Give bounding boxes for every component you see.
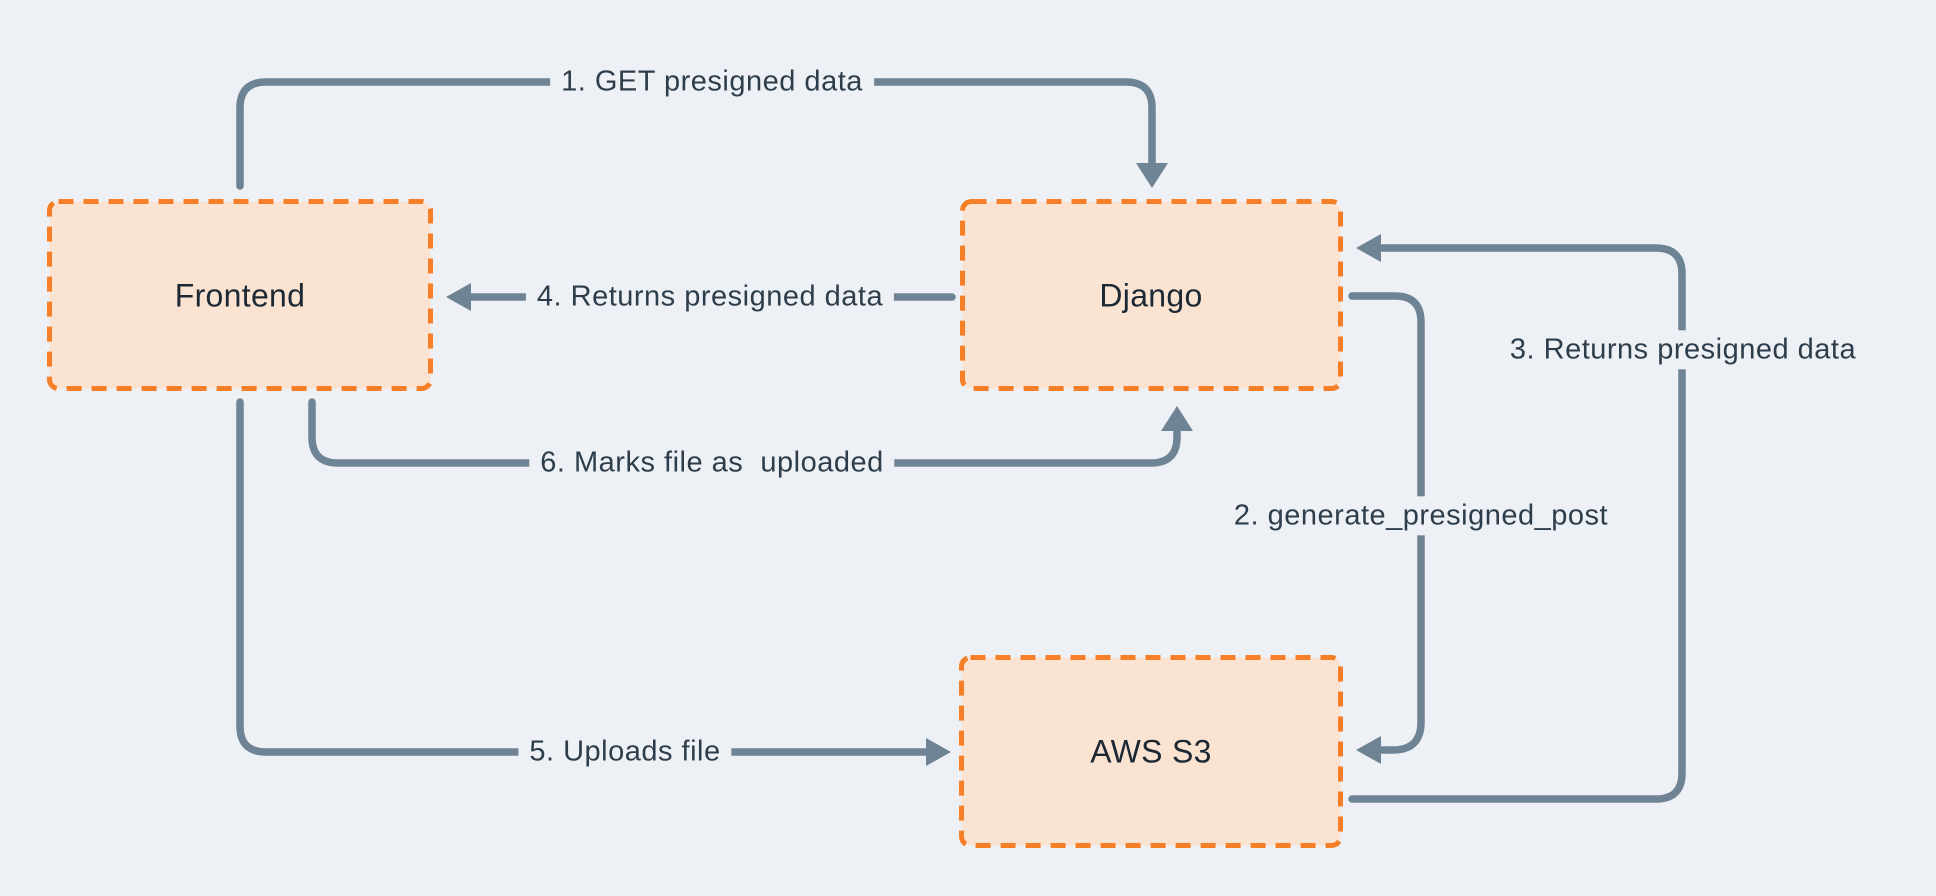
edge-5-arrowhead-icon — [926, 738, 951, 766]
frontend-node-box — [47, 199, 433, 391]
edge-5-label: 5. Uploads file — [518, 732, 732, 772]
edge-6-label: 6. Marks file as uploaded — [529, 443, 895, 483]
edge-1-arrowhead-icon — [1136, 163, 1168, 188]
edge-1-label: 1. GET presigned data — [550, 62, 874, 102]
aws-s3-node-box — [959, 655, 1343, 848]
edge-2-label: 2. generate_presigned_post — [1222, 496, 1620, 536]
edge-3-arrowhead-icon — [1356, 234, 1381, 262]
edge-2-arrowhead-icon — [1356, 736, 1381, 764]
aws-s3-node-label: AWS S3 — [1090, 733, 1212, 770]
edge-3-label: 3. Returns presigned data — [1498, 330, 1868, 370]
edge-3-line — [1348, 244, 1686, 803]
edge-5-line — [236, 398, 930, 756]
edge-4-arrowhead-icon — [446, 283, 471, 311]
django-node-box — [960, 199, 1343, 391]
edge-4-label: 4. Returns presigned data — [525, 277, 895, 317]
django-node-label: Django — [1099, 277, 1203, 314]
edge-6-arrowhead-icon — [1161, 406, 1193, 431]
frontend-node-label: Frontend — [174, 277, 306, 314]
